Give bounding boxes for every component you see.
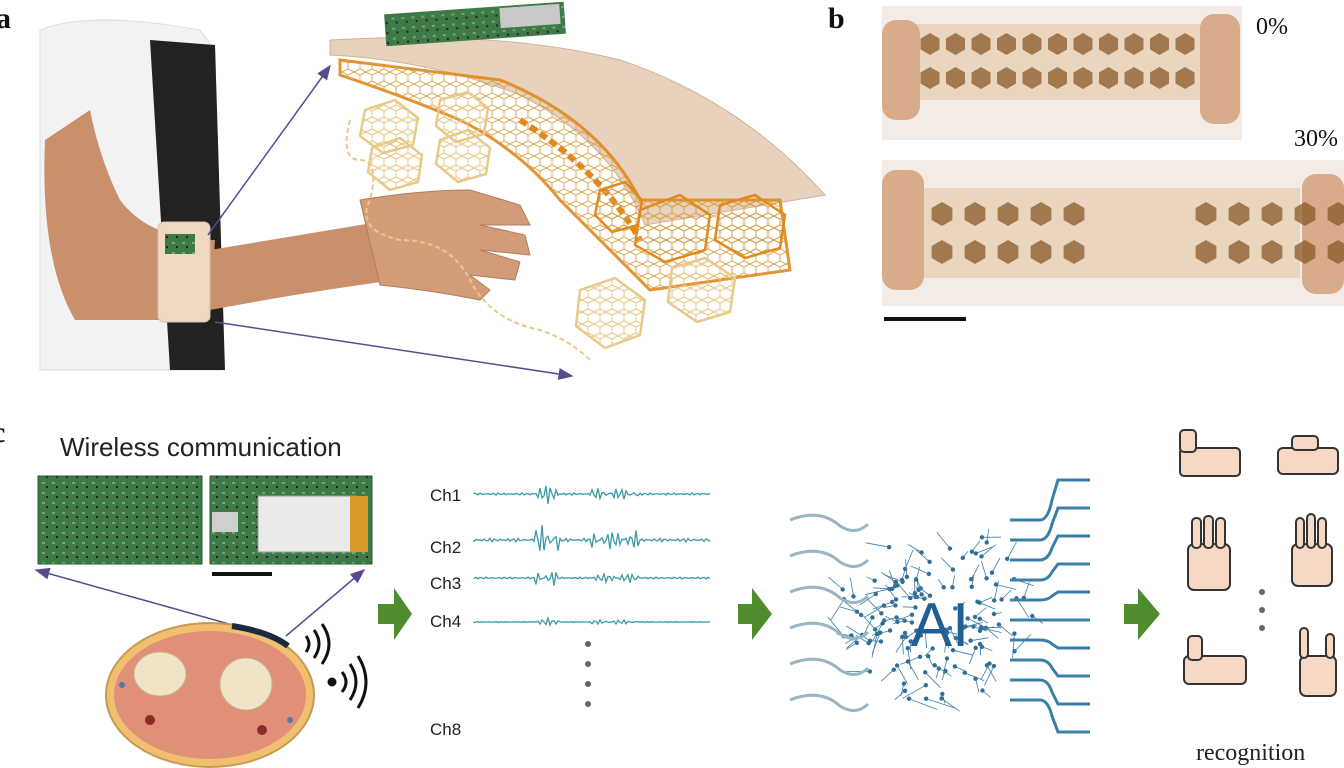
panel-label-a: a (0, 2, 11, 35)
strain-label-30: 30% (1294, 126, 1338, 152)
panel-label-c: c (0, 416, 5, 450)
gesture-rock-icon (1299, 627, 1337, 697)
exploded-sensor-layers (329, 1, 826, 361)
person-illustration (39, 19, 531, 371)
gesture-ellipsis (1259, 589, 1265, 631)
flow-arrows (378, 588, 1160, 640)
stretch-photo-30 (882, 160, 1344, 306)
channel-label-3: Ch3 (430, 574, 462, 593)
emg-signal-traces (473, 485, 711, 628)
arm-cross-section (105, 622, 315, 768)
channel-label-2: Ch2 (430, 538, 462, 557)
wireless-pcb-boards (37, 475, 373, 576)
strain-label-0: 0% (1256, 14, 1288, 40)
pcb-arrow-right (285, 569, 366, 637)
gesture-thumbs-up-icon (1183, 635, 1247, 685)
gesture-icons (1179, 429, 1339, 697)
gesture-open-hand-icon (1291, 513, 1333, 587)
zoom-arrow-bottom (214, 321, 574, 380)
wireless-communication-title: Wireless communication (60, 432, 342, 462)
channel-ellipsis (585, 641, 591, 707)
stretch-photo-0 (882, 6, 1242, 140)
panel-label-b: b (828, 2, 845, 35)
gesture-thumb-side-icon (1179, 429, 1241, 477)
zoom-arrow-top (207, 64, 331, 236)
ai-neural-network: AI (789, 478, 1090, 734)
gesture-three-fingers-icon (1187, 515, 1231, 591)
channel-label-8: Ch8 (430, 720, 462, 739)
wireless-signal-icon (304, 623, 368, 709)
channel-label-4: Ch4 (430, 612, 462, 631)
ai-label: AI (911, 591, 970, 660)
channel-label-1: Ch1 (430, 486, 462, 505)
recognition-label: recognition (1196, 740, 1306, 766)
gesture-flat-hand-icon (1277, 435, 1339, 475)
